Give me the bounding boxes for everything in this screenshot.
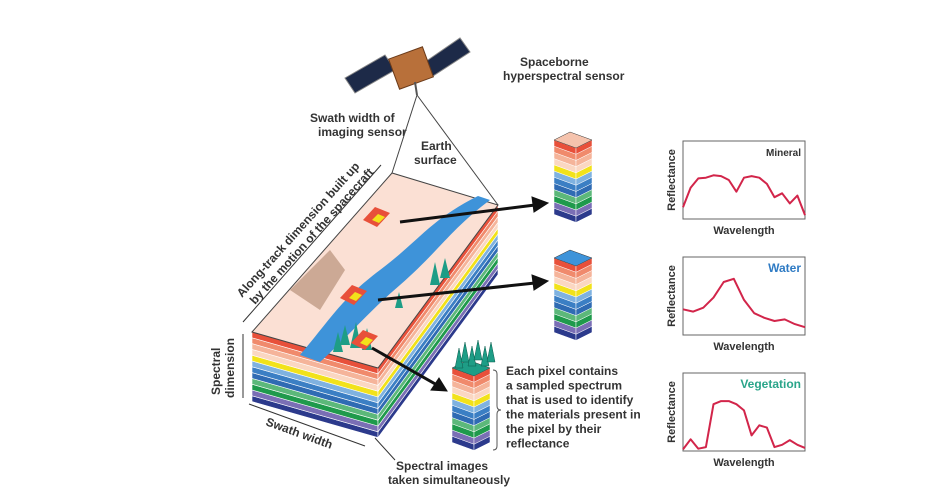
river (300, 196, 490, 362)
spectral-images-pointer (374, 437, 396, 461)
swath-sensor-label-1: Swath width of (310, 111, 396, 125)
y-axis-label: Reflectance (666, 381, 678, 443)
spectral-dim-label-1: Spectral (209, 348, 223, 395)
pixel-stack-water (553, 249, 593, 341)
swath-width-arrow (248, 403, 366, 447)
spectral-images-label-2: taken simultaneously (388, 473, 510, 487)
arrows (371, 196, 550, 392)
chart-frame (682, 256, 806, 336)
sensor-label-1: Spaceborne (520, 55, 589, 69)
pixel-vegetation (351, 330, 378, 350)
pixel-note-line: that is used to identify (506, 393, 634, 407)
pixel-note-line: a sampled spectrum (506, 379, 622, 393)
pixel-note-line: Each pixel contains (506, 364, 618, 378)
y-axis-label: Reflectance (666, 149, 678, 211)
chart-title: Mineral (766, 148, 801, 159)
pixel-water (340, 285, 367, 305)
chart-frame (682, 140, 806, 220)
chart-title: Water (768, 261, 801, 275)
satellite-icon (344, 37, 471, 96)
earth-label-2: surface (414, 153, 457, 167)
chart-title: Vegetation (740, 377, 801, 391)
pixel-mineral (363, 207, 390, 227)
view-line-right (416, 94, 499, 206)
view-line-left (391, 94, 418, 174)
pixel-bracket (492, 369, 502, 451)
pixel-note-line: the pixel by their (506, 422, 602, 436)
x-axis-label: Wavelength (713, 457, 775, 469)
pixel-stack-mineral (553, 131, 593, 223)
spectrum-line (682, 174, 806, 216)
swath-sensor-label-2: imaging sensor (318, 125, 407, 139)
x-axis-label: Wavelength (713, 341, 775, 353)
hyperspectral-cube (251, 204, 499, 439)
spectral-dim-label-2: dimension (223, 338, 237, 398)
earth-surface (251, 172, 499, 369)
x-axis-label: Wavelength (713, 225, 775, 237)
earth-label-1: Earth (421, 139, 452, 153)
spectrum-line (682, 277, 806, 329)
sensor-label-2: hyperspectral sensor (503, 69, 625, 83)
pixel-stack-vegetation (451, 339, 496, 451)
spectral-images-label-1: Spectral images (396, 459, 488, 473)
mountain-terrain (290, 250, 345, 310)
pixel-note-line: reflectance (506, 437, 570, 451)
pixel-note-line: the materials present in (506, 408, 641, 422)
along-track-dimension-arrow (242, 164, 382, 323)
y-axis-label: Reflectance (666, 265, 678, 327)
spectrum-line (682, 400, 806, 451)
